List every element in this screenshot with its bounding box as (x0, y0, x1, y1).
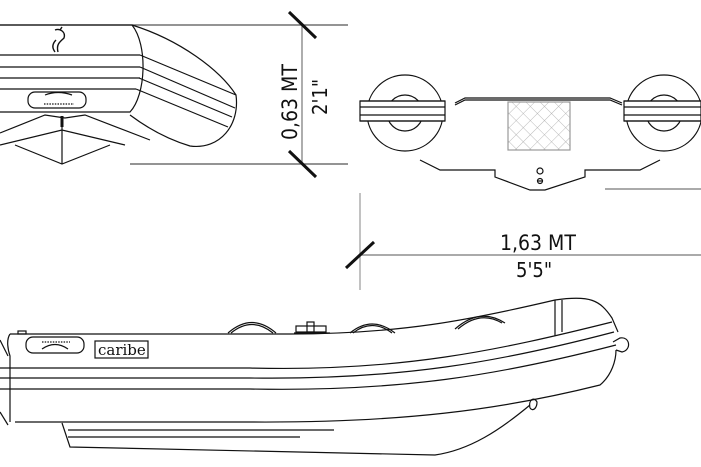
beam-imperial-label: 5'5" (516, 258, 552, 282)
stern-view (359, 74, 701, 191)
dolphin-logo-icon (52, 26, 66, 53)
brand-label-box (94, 340, 149, 359)
height-metric-label: 0,63 MT (278, 64, 302, 140)
beam-metric-label: 1,63 MT (500, 231, 576, 255)
side-view (0, 297, 630, 456)
height-imperial-label: 2'1" (308, 79, 332, 115)
brand-label: caribe (98, 341, 146, 359)
beam-dimension (344, 193, 701, 290)
height-dimension (287, 10, 318, 179)
bow-view (0, 24, 348, 165)
